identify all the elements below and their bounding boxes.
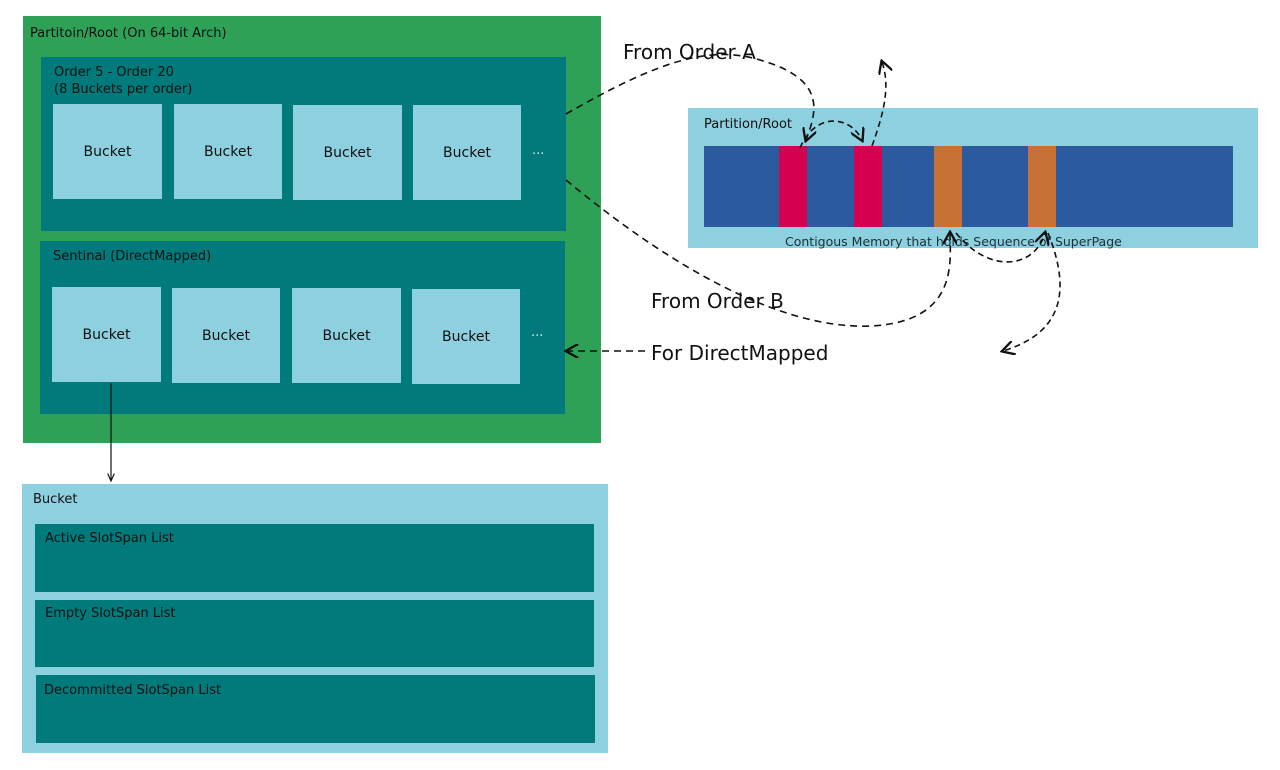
superpage-order-b-2 [1028, 146, 1056, 227]
superpage-order-a-2 [854, 146, 882, 227]
bucket-detail-title: Bucket [33, 492, 78, 507]
partition-root-title: Partitoin/Root (On 64-bit Arch) [30, 26, 227, 41]
for-direct-mapped-label: For DirectMapped [651, 341, 829, 365]
sentinal-bucket[interactable]: Bucket [292, 288, 401, 383]
order-bucket[interactable]: Bucket [53, 104, 162, 199]
superpage-order-a-1 [779, 146, 807, 227]
superpage-order-b-1 [934, 146, 962, 227]
empty-slotspan-list: Empty SlotSpan List [35, 600, 594, 667]
order-bucket[interactable]: Bucket [293, 105, 402, 200]
decommitted-slotspan-label: Decommitted SlotSpan List [44, 683, 222, 698]
decommitted-slotspan-list: Decommitted SlotSpan List [36, 675, 595, 743]
order-b-connector [565, 179, 950, 327]
sentinal-bucket[interactable]: Bucket [412, 289, 520, 384]
orders-title-line2: (8 Buckets per order) [54, 82, 193, 97]
active-slotspan-list: Active SlotSpan List [35, 524, 594, 592]
order-bucket[interactable]: Bucket [413, 105, 521, 200]
sentinal-title: Sentinal (DirectMapped) [53, 249, 212, 264]
sentinal-ellipsis: ... [531, 325, 544, 340]
from-order-b-label: From Order B [651, 289, 784, 313]
order-a-next-connector [799, 120, 862, 149]
order-b-continue-connector [1003, 232, 1061, 351]
order-bucket[interactable]: Bucket [174, 104, 282, 199]
empty-slotspan-label: Empty SlotSpan List [45, 606, 176, 621]
active-slotspan-label: Active SlotSpan List [45, 531, 174, 546]
sentinal-bucket[interactable]: Bucket [172, 288, 280, 383]
order-a-connector [565, 53, 814, 140]
orders-ellipsis: ... [532, 143, 545, 158]
order-b-next-connector [955, 233, 1045, 263]
order-a-continue-connector [871, 62, 886, 147]
orders-title-line1: Order 5 - Order 20 [54, 65, 174, 80]
from-order-a-label: From Order A [623, 40, 756, 64]
sentinal-bucket[interactable]: Bucket [52, 287, 161, 382]
memory-partition-title: Partition/Root [704, 117, 793, 132]
